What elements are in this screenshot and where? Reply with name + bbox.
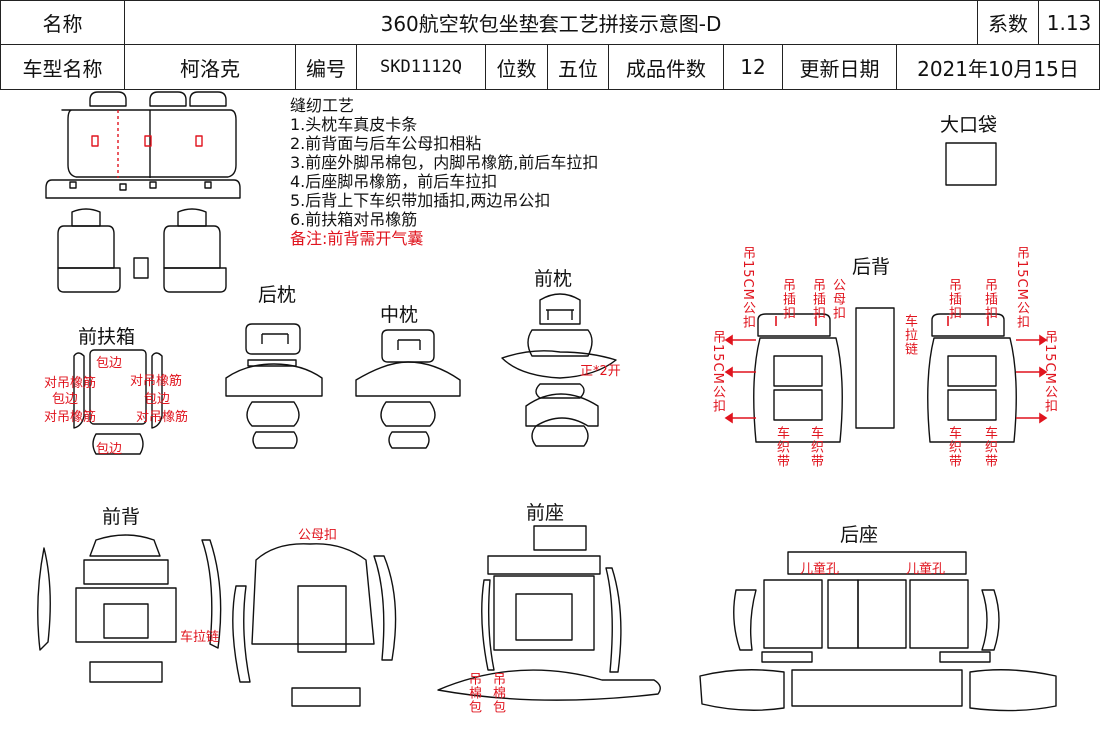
model-value-cell: 柯洛克 xyxy=(124,44,296,90)
seat-value: 五位 xyxy=(558,56,598,81)
date-value: 2021年10月15日 xyxy=(917,56,1079,81)
coef-value: 1.13 xyxy=(1046,10,1092,35)
front-seat-pieces xyxy=(437,525,661,701)
header-table: 名称 360航空软包坐垫套工艺拼接示意图-D 系数 1.13 车型名称 柯洛克 … xyxy=(0,0,1100,90)
date-label-cell: 更新日期 xyxy=(782,44,897,90)
webbing-note: 车织带 xyxy=(808,426,823,468)
name-label: 名称 xyxy=(42,12,83,36)
rear-bench-overview xyxy=(45,91,241,199)
male-female-note: 公母扣 xyxy=(298,528,338,543)
hang-buckle-note: 吊15CM公扣 xyxy=(710,330,725,413)
model-value: 柯洛克 xyxy=(180,56,240,81)
rear-back-label: 后背 xyxy=(852,256,891,278)
elastic-note: 对吊橡筋 xyxy=(130,374,183,389)
hang-insert-note: 吊插扣 xyxy=(946,278,961,320)
front-open-note: 正*2开 xyxy=(580,364,621,379)
webbing-note: 车织带 xyxy=(946,426,961,468)
note-item: 1.头枕车真皮卡条 xyxy=(290,115,418,134)
code-value: SKD1112Q xyxy=(380,57,462,77)
front-seat-label: 前座 xyxy=(526,502,565,524)
elastic-note: 对吊橡筋 xyxy=(44,376,97,391)
big-pocket-label: 大口袋 xyxy=(940,114,998,136)
child-hole-note: 儿童孔 xyxy=(800,562,840,577)
hang-buckle-note: 吊15CM公扣 xyxy=(1042,330,1057,413)
webbing-note: 车织带 xyxy=(982,426,997,468)
front-headrest-pieces xyxy=(501,293,617,447)
rear-headrest-pieces xyxy=(225,323,323,449)
note-item: 3.前座外脚吊棉包，内脚吊橡筋,前后车拉扣 xyxy=(290,153,599,172)
zipper-note: 车拉链 xyxy=(180,630,220,645)
rear-seat-label: 后座 xyxy=(840,524,879,546)
date-value-cell: 2021年10月15日 xyxy=(896,44,1100,90)
zipper-note: 车拉链 xyxy=(902,314,917,356)
wrap-edge-note: 包边 xyxy=(144,392,171,407)
model-label: 车型名称 xyxy=(22,56,103,81)
elastic-note: 对吊橡筋 xyxy=(136,410,189,425)
front-headrest-label: 前枕 xyxy=(534,268,573,290)
notes-remark: 备注:前背需开气囊 xyxy=(290,229,424,248)
rear-back-pieces xyxy=(753,307,1017,443)
model-label-cell: 车型名称 xyxy=(0,44,125,90)
middle-headrest-pieces xyxy=(355,329,461,449)
big-pocket-shape xyxy=(945,142,997,186)
webbing-note: 车织带 xyxy=(774,426,789,468)
front-armrest-pieces xyxy=(73,349,163,455)
note-item: 5.后背上下车织带加插扣,两边吊公扣 xyxy=(290,191,551,210)
hang-cotton-note: 吊棉包 xyxy=(490,672,505,714)
code-label: 编号 xyxy=(306,56,346,81)
pieces-value: 12 xyxy=(740,55,766,79)
hang-cotton-note: 吊棉包 xyxy=(466,672,481,714)
rear-seat-pieces xyxy=(699,551,1057,712)
diagram-title: 360航空软包坐垫套工艺拼接示意图-D xyxy=(380,12,722,36)
wrap-edge-note: 包边 xyxy=(52,392,79,407)
note-item: 6.前扶箱对吊橡筋 xyxy=(290,210,418,229)
notes-title: 缝纫工艺 xyxy=(290,96,355,115)
wrap-edge-note: 包边 xyxy=(96,442,123,457)
hang-insert-note: 吊插扣 xyxy=(982,278,997,320)
child-hole-note: 儿童孔 xyxy=(906,562,946,577)
sewing-notes: 缝纫工艺 1.头枕车真皮卡条 2.前背面与后车公母扣相粘 3.前座外脚吊棉包，内… xyxy=(290,96,598,248)
hang-insert-note: 吊插扣 xyxy=(810,278,825,320)
note-item: 4.后座脚吊橡筋，前后车拉扣 xyxy=(290,172,498,191)
front-seat-overview xyxy=(57,208,227,293)
seat-value-cell: 五位 xyxy=(547,44,609,90)
rear-back-arrows xyxy=(724,316,1048,424)
seat-label: 位数 xyxy=(496,56,537,81)
hang-buckle-note: 吊15CM公扣 xyxy=(740,246,755,329)
pieces-label: 成品件数 xyxy=(626,56,706,81)
hang-insert-note: 吊插扣 xyxy=(780,278,795,320)
pieces-label-cell: 成品件数 xyxy=(608,44,724,90)
front-back-pieces xyxy=(37,534,397,707)
rear-headrest-label: 后枕 xyxy=(258,284,297,306)
front-back-label: 前背 xyxy=(102,506,141,528)
elastic-note: 对吊橡筋 xyxy=(44,410,97,425)
male-buckle-note: 公母扣 xyxy=(830,278,845,320)
date-label: 更新日期 xyxy=(799,56,880,81)
coef-label-cell: 系数 xyxy=(977,0,1039,45)
hang-buckle-note: 吊15CM公扣 xyxy=(1014,246,1029,329)
coef-label: 系数 xyxy=(988,12,1028,36)
wrap-edge-note: 包边 xyxy=(96,356,123,371)
note-item: 2.前背面与后车公母扣相粘 xyxy=(290,134,482,153)
middle-headrest-label: 中枕 xyxy=(380,304,419,326)
front-armrest-label: 前扶箱 xyxy=(78,326,136,348)
seat-label-cell: 位数 xyxy=(485,44,548,90)
